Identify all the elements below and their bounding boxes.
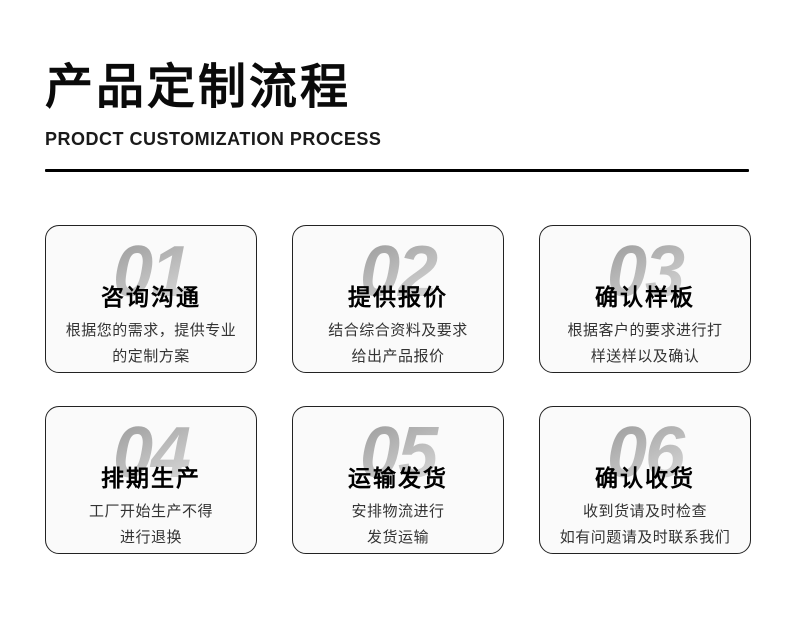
step-description-line-1: 结合综合资料及要求 (328, 321, 468, 339)
step-description-line-2: 的定制方案 (112, 347, 190, 365)
step-title: 提供报价 (348, 283, 448, 310)
page-title: 产品定制流程 (45, 61, 352, 114)
step-content: 排期生产 工厂开始生产不得 进行退换 (46, 407, 256, 551)
page-subtitle: PRODCT CUSTOMIZATION PROCESS (45, 128, 382, 149)
step-content: 运输发货 安排物流进行 发货运输 (293, 407, 503, 551)
step-description-line-1: 工厂开始生产不得 (88, 502, 213, 520)
step-description-line-2: 如有问题请及时联系我们 (559, 528, 731, 546)
process-card-step-5: 05 运输发货 安排物流进行 发货运输 (292, 405, 504, 554)
step-description: 收到货请及时检查 如有问题请及时联系我们 (540, 499, 750, 551)
step-content: 确认收货 收到货请及时检查 如有问题请及时联系我们 (540, 407, 750, 551)
step-description: 根据您的需求，提供专业 的定制方案 (46, 318, 256, 370)
step-title: 排期生产 (101, 464, 201, 491)
step-title: 运输发货 (348, 464, 448, 491)
process-steps-grid: 01 咨询沟通 根据您的需求，提供专业 的定制方案 02 提供报价 结合综合资料… (45, 224, 751, 554)
process-card-step-2: 02 提供报价 结合综合资料及要求 给出产品报价 (292, 224, 504, 373)
step-description: 结合综合资料及要求 给出产品报价 (293, 318, 503, 370)
step-content: 提供报价 结合综合资料及要求 给出产品报价 (293, 226, 503, 370)
step-content: 咨询沟通 根据您的需求，提供专业 的定制方案 (46, 226, 256, 370)
step-description-line-2: 给出产品报价 (351, 347, 445, 365)
step-description-line-2: 样送样以及确认 (590, 347, 700, 365)
step-description-line-2: 进行退换 (119, 528, 182, 546)
step-description-line-2: 发货运输 (366, 528, 429, 546)
step-content: 确认样板 根据客户的要求进行打 样送样以及确认 (540, 226, 750, 370)
process-card-step-3: 03 确认样板 根据客户的要求进行打 样送样以及确认 (539, 224, 751, 373)
step-description-line-1: 根据客户的要求进行打 (567, 321, 723, 339)
step-description-line-1: 安排物流进行 (351, 502, 445, 520)
step-title: 确认样板 (595, 283, 695, 310)
title-divider-line (45, 168, 749, 172)
process-card-step-1: 01 咨询沟通 根据您的需求，提供专业 的定制方案 (45, 224, 257, 373)
step-title: 确认收货 (595, 464, 695, 491)
step-description-line-1: 根据您的需求，提供专业 (65, 321, 237, 339)
step-description: 工厂开始生产不得 进行退换 (46, 499, 256, 551)
step-description: 安排物流进行 发货运输 (293, 499, 503, 551)
step-description-line-1: 收到货请及时检查 (582, 502, 707, 520)
process-card-step-6: 06 确认收货 收到货请及时检查 如有问题请及时联系我们 (539, 405, 751, 554)
step-title: 咨询沟通 (101, 283, 201, 310)
process-card-step-4: 04 排期生产 工厂开始生产不得 进行退换 (45, 405, 257, 554)
step-description: 根据客户的要求进行打 样送样以及确认 (540, 318, 750, 370)
